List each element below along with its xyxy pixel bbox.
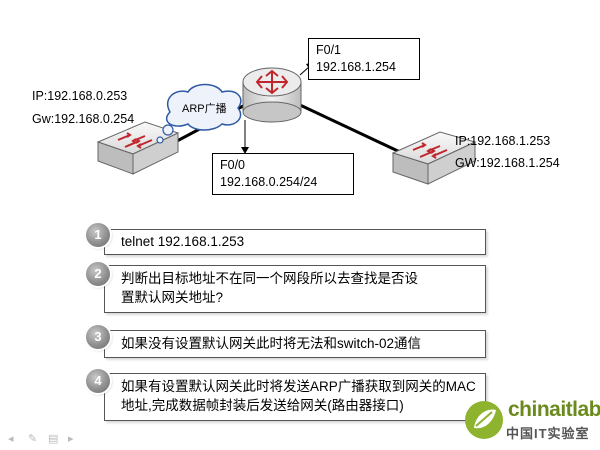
interface-f00-name: F0/0: [220, 158, 246, 172]
step-3-text: 如果没有设置默认网关此时将无法和switch-02通信: [121, 336, 422, 351]
router-icon[interactable]: [242, 67, 302, 123]
pen-icon[interactable]: ✎: [28, 433, 38, 445]
step-2-text: 判断出目标地址不在同一个网段所以去查找是否设置默认网关地址?: [121, 271, 418, 305]
interface-f01-ip: 192.168.1.254: [316, 60, 396, 74]
step-3-badge: 3: [86, 325, 110, 349]
chinaitlab-logo: chinaitlab 中国IT实验室: [462, 398, 600, 442]
step-4-text: 如果有设置默认网关此时将发送ARP广播获取到网关的MAC 地址,完成数据帧封装后…: [121, 379, 476, 413]
step-2-box: 判断出目标地址不在同一个网段所以去查找是否设置默认网关地址?: [104, 265, 486, 313]
step-1-badge: 1: [86, 223, 110, 247]
right-ip-label: IP:192.168.1.253: [455, 134, 551, 148]
logo-main-text: chinaitlab: [508, 398, 600, 421]
step-4-badge: 4: [86, 369, 110, 393]
step-4-box: 如果有设置默认网关此时将发送ARP广播获取到网关的MAC 地址,完成数据帧封装后…: [104, 373, 486, 421]
slide-nav: ◂ ✎ ▤ ▸: [8, 432, 80, 445]
interface-f01-box: F0/1 192.168.1.254: [308, 38, 420, 80]
switch-right-icon[interactable]: [391, 131, 477, 185]
step-1-box: telnet 192.168.1.253: [104, 229, 486, 255]
interface-f00-ip: 192.168.0.254/24: [220, 175, 318, 189]
arp-broadcast-label: ARP广播: [182, 103, 227, 115]
logo-sub-text: 中国IT实验室: [506, 426, 590, 441]
menu-icon[interactable]: ▤: [48, 433, 59, 445]
network-diagram: [96, 62, 477, 185]
interface-f00-box: F0/0 192.168.0.254/24: [212, 153, 354, 195]
right-gw-label: GW:192.168.1.254: [455, 156, 560, 170]
arrow-f00-head: [241, 147, 249, 154]
prev-arrow-icon[interactable]: ◂: [8, 433, 14, 445]
link-right: [299, 103, 401, 154]
logo-leaf-icon: [465, 401, 503, 439]
step-1-text: telnet 192.168.1.253: [121, 234, 245, 249]
arp-cloud-icon: [156, 83, 242, 144]
left-gw-label: Gw:192.168.0.254: [32, 112, 135, 126]
left-ip-label: IP:192.168.0.253: [32, 89, 128, 103]
next-arrow-icon[interactable]: ▸: [68, 433, 74, 445]
interface-f01-name: F0/1: [316, 43, 342, 57]
step-2-badge: 2: [86, 262, 110, 286]
step-3-box: 如果没有设置默认网关此时将无法和switch-02通信: [104, 330, 486, 358]
